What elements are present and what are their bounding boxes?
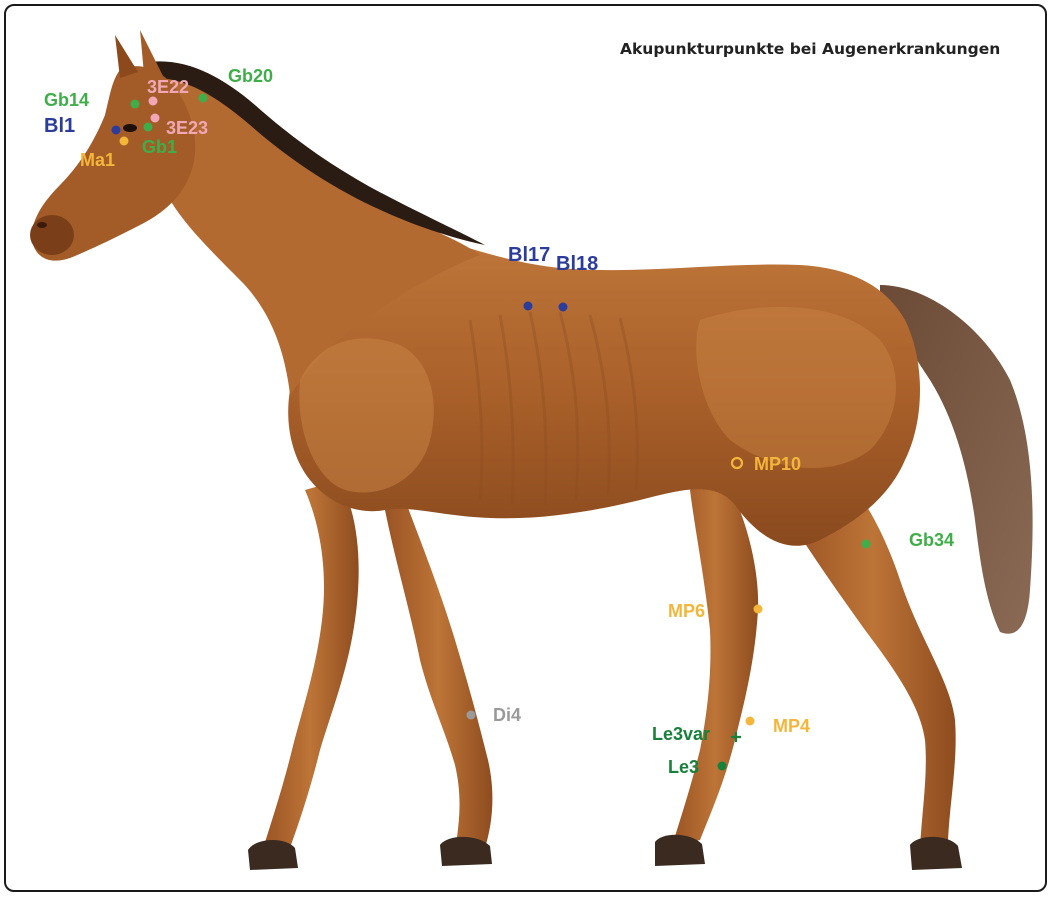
point-label: Bl1 xyxy=(44,115,75,137)
point-label: Bl17 xyxy=(508,244,550,266)
point-marker xyxy=(467,711,476,720)
horse-eye xyxy=(123,124,137,132)
point-marker xyxy=(149,97,158,106)
point-marker xyxy=(151,114,160,123)
front-far-leg xyxy=(385,500,492,850)
point-label: Ma1 xyxy=(80,150,115,170)
point-label: MP4 xyxy=(773,716,810,736)
point-label: MP10 xyxy=(754,454,801,474)
horse-ear-left xyxy=(115,35,138,78)
point-marker xyxy=(199,94,208,103)
point-marker xyxy=(144,123,153,132)
point-label: 3E23 xyxy=(166,118,208,138)
point-label: Gb1 xyxy=(142,137,177,157)
point-label: Di4 xyxy=(493,705,521,725)
point-marker xyxy=(718,762,727,771)
point-marker xyxy=(524,302,533,311)
point-label: 3E22 xyxy=(147,77,189,97)
point-marker xyxy=(746,717,755,726)
point-label: Bl18 xyxy=(556,253,598,275)
point-label: MP6 xyxy=(668,601,705,621)
point-marker xyxy=(862,540,871,549)
point-label: Gb20 xyxy=(228,66,273,86)
horse-muzzle xyxy=(30,215,74,255)
hoof-front-near xyxy=(248,840,298,870)
point-marker xyxy=(754,605,763,614)
point-label: Le3 xyxy=(668,757,699,777)
front-near-leg xyxy=(262,480,359,852)
nostril xyxy=(37,222,47,228)
point-marker xyxy=(112,126,121,135)
point-label: Gb14 xyxy=(44,90,89,110)
point-marker xyxy=(131,100,140,109)
point-label: Le3var xyxy=(652,724,710,744)
point-marker xyxy=(120,137,129,146)
point-mp4: MP4 xyxy=(746,716,811,736)
point-marker xyxy=(559,303,568,312)
hind-far-leg xyxy=(672,470,758,846)
point-label: Gb34 xyxy=(909,530,954,550)
hoof-hind-near xyxy=(910,837,962,870)
